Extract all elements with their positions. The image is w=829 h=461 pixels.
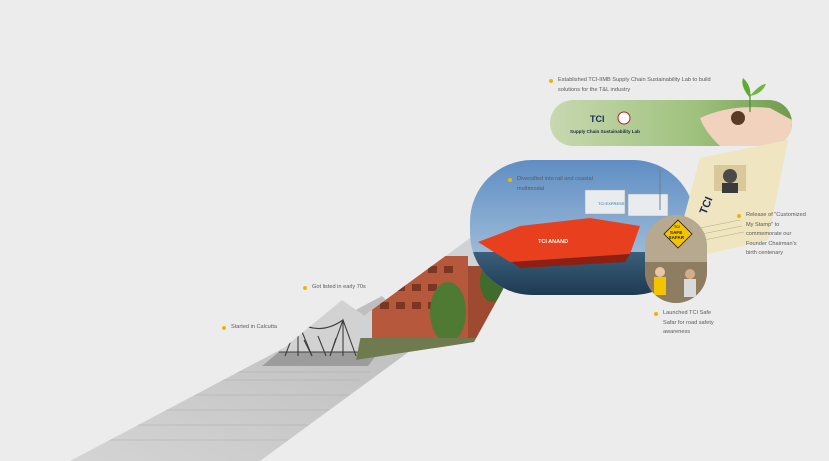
milestone-bullet-icon: [303, 286, 307, 290]
plant-icon: [742, 78, 766, 112]
milestone-stamp: Release of "Customized My Stamp" to comm…: [737, 211, 807, 259]
safe-safar-line1: SAFE: [670, 230, 682, 235]
milestone-calcutta: Started in Calcutta: [222, 323, 332, 333]
tci-logo: TCI: [590, 114, 605, 124]
milestone-bullet-icon: [654, 312, 658, 316]
milestone-listed: Got listed in early 70s: [303, 283, 413, 293]
milestone-text: Diversified into rail and coastal multim…: [517, 176, 593, 192]
milestone-bullet-icon: [549, 79, 553, 83]
ship-name: TCI ANAND: [538, 239, 568, 245]
milestone-text: Started in Calcutta: [231, 324, 278, 330]
safe-safar-badge: TCI SAFE SAFAR: [663, 219, 693, 249]
milestone-multimodal: Diversified into rail and coastal multim…: [508, 175, 608, 194]
milestone-bullet-icon: [222, 326, 226, 330]
milestone-bullet-icon: [508, 178, 512, 182]
lab-caption: Supply Chain Sustainability Lab: [570, 129, 640, 134]
container-label: TCI EXPRESS: [598, 201, 625, 206]
milestone-text: Launched TCI Safe Safar for road safety …: [663, 310, 714, 335]
milestone-safesafar: Launched TCI Safe Safar for road safety …: [654, 309, 719, 338]
safe-safar-line2: SAFAR: [669, 235, 685, 240]
milestone-text: Established TCI-IIMB Supply Chain Sustai…: [558, 77, 711, 93]
safe-safar-brand: TCI: [674, 225, 680, 229]
milestone-text: Release of "Customized My Stamp" to comm…: [746, 212, 806, 256]
milestone-text: Got listed in early 70s: [312, 284, 366, 290]
building-sign: TCI: [402, 258, 411, 264]
milestone-lab: Established TCI-IIMB Supply Chain Sustai…: [549, 76, 724, 95]
milestone-bullet-icon: [737, 214, 741, 218]
iimb-emblem-icon: [617, 111, 631, 125]
sustainability-lab-card: TCI Supply Chain Sustainability Lab: [550, 78, 792, 146]
